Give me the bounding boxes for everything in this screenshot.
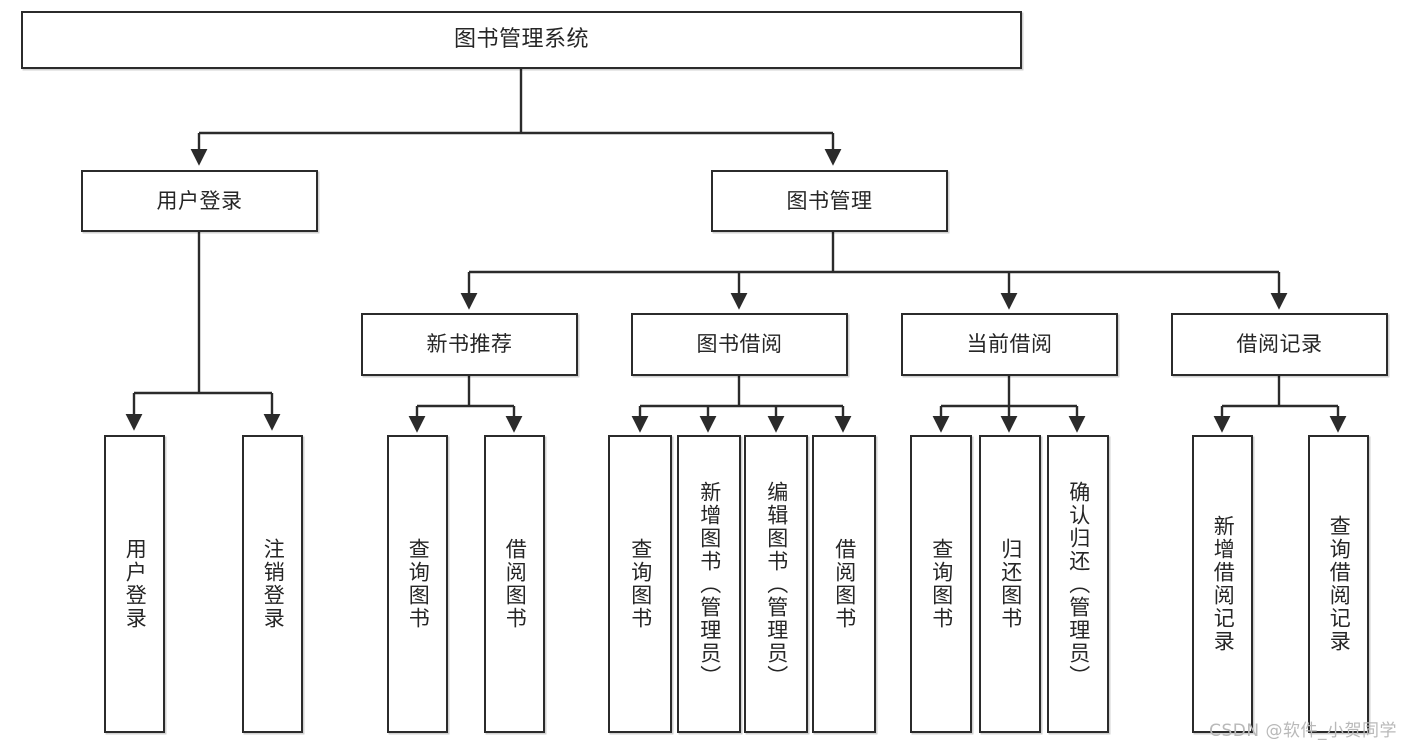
node-label: 归还图书 [998, 538, 1023, 630]
node-label: 新增图书（管理员） [697, 480, 722, 688]
node-label: 图书借阅 [696, 332, 783, 357]
node-leaf-logout[interactable]: 注销登录 [242, 435, 303, 733]
node-leaf-query-book-3[interactable]: 查询图书 [910, 435, 972, 733]
node-current-borrow[interactable]: 当前借阅 [901, 313, 1118, 376]
node-label: 编辑图书（管理员） [764, 480, 789, 688]
node-leaf-edit-book[interactable]: 编辑图书（管理员） [744, 435, 808, 733]
node-leaf-query-book-1[interactable]: 查询图书 [387, 435, 448, 733]
node-label: 新书推荐 [426, 332, 513, 357]
node-borrow-record[interactable]: 借阅记录 [1171, 313, 1388, 376]
node-label: 当前借阅 [966, 332, 1053, 357]
node-label: 新增借阅记录 [1211, 515, 1236, 653]
node-label: 用户登录 [123, 538, 148, 630]
node-book-management[interactable]: 图书管理 [711, 170, 948, 232]
node-label: 查询借阅记录 [1327, 515, 1352, 653]
node-leaf-borrow-book-2[interactable]: 借阅图书 [812, 435, 876, 733]
node-book-borrow[interactable]: 图书借阅 [631, 313, 848, 376]
node-label: 注销登录 [261, 538, 286, 630]
node-leaf-borrow-book-1[interactable]: 借阅图书 [484, 435, 545, 733]
node-leaf-return-book[interactable]: 归还图书 [979, 435, 1041, 733]
node-new-book-recommend[interactable]: 新书推荐 [361, 313, 578, 376]
node-leaf-query-record[interactable]: 查询借阅记录 [1308, 435, 1369, 733]
node-label: 用户登录 [156, 188, 243, 213]
node-leaf-query-book-2[interactable]: 查询图书 [608, 435, 672, 733]
node-label: 确认归还（管理员） [1066, 480, 1091, 688]
node-label: 查询图书 [929, 538, 954, 630]
node-label: 借阅图书 [832, 538, 857, 630]
node-label: 查询图书 [406, 538, 431, 630]
node-leaf-user-login[interactable]: 用户登录 [104, 435, 165, 733]
node-label: 借阅记录 [1236, 332, 1323, 357]
node-label: 图书管理系统 [453, 27, 589, 53]
watermark-text: CSDN @软件_小贺同学 [1209, 721, 1397, 741]
node-user-login[interactable]: 用户登录 [81, 170, 318, 232]
node-leaf-confirm-return[interactable]: 确认归还（管理员） [1047, 435, 1109, 733]
node-label: 借阅图书 [503, 538, 528, 630]
node-root-book-management-system[interactable]: 图书管理系统 [21, 11, 1022, 69]
node-label: 查询图书 [628, 538, 653, 630]
node-leaf-add-book[interactable]: 新增图书（管理员） [677, 435, 741, 733]
node-label: 图书管理 [786, 188, 873, 213]
node-leaf-add-record[interactable]: 新增借阅记录 [1192, 435, 1253, 733]
